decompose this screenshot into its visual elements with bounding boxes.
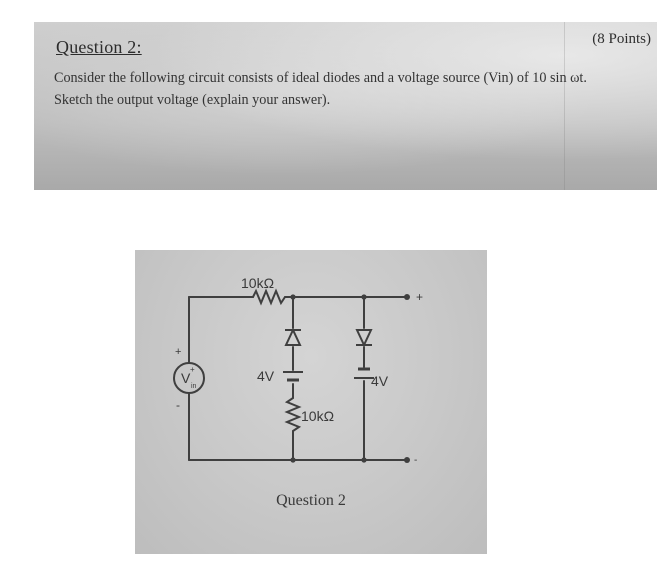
figure-caption: Question 2 (276, 492, 346, 509)
battery-middle-label: 4V (257, 368, 275, 384)
battery-right-label: 4V (371, 373, 389, 389)
circuit-photo: 10kΩ 10kΩ 4V 4V + - V in + + - Question … (135, 250, 487, 554)
resistor-top-label: 10kΩ (241, 275, 274, 291)
battery-middle (283, 371, 303, 382)
question-photo: Question 2: (8 Points) Consider the foll… (34, 22, 657, 190)
resistor-bottom-label: 10kΩ (301, 408, 334, 424)
output-terminals (364, 294, 410, 463)
diode-right (355, 329, 373, 348)
diode-middle (284, 327, 302, 346)
resistor-bottom (284, 397, 302, 432)
voltage-source (173, 362, 205, 394)
source-subscript: in (191, 383, 197, 390)
junction-dots (290, 294, 367, 463)
question-title: Question 2: (56, 37, 142, 57)
resistor-top (252, 288, 286, 306)
question-text-line-2: Sketch the output voltage (explain your … (54, 92, 331, 108)
question-text-line-1: Consider the following circuit consists … (54, 70, 587, 86)
source-minus-sign: - (176, 398, 180, 412)
source-symbol: V (181, 370, 191, 386)
question-points: (8 Points) (592, 31, 651, 47)
battery-right (354, 367, 374, 379)
paper-fold (564, 22, 565, 190)
output-minus-label: - (414, 455, 417, 466)
source-inner-plus: + (190, 365, 195, 374)
circuit-diagram: 10kΩ 10kΩ 4V 4V + - V in + + - (173, 275, 423, 466)
source-plus-sign: + (175, 346, 181, 358)
output-plus-label: + (416, 290, 423, 304)
